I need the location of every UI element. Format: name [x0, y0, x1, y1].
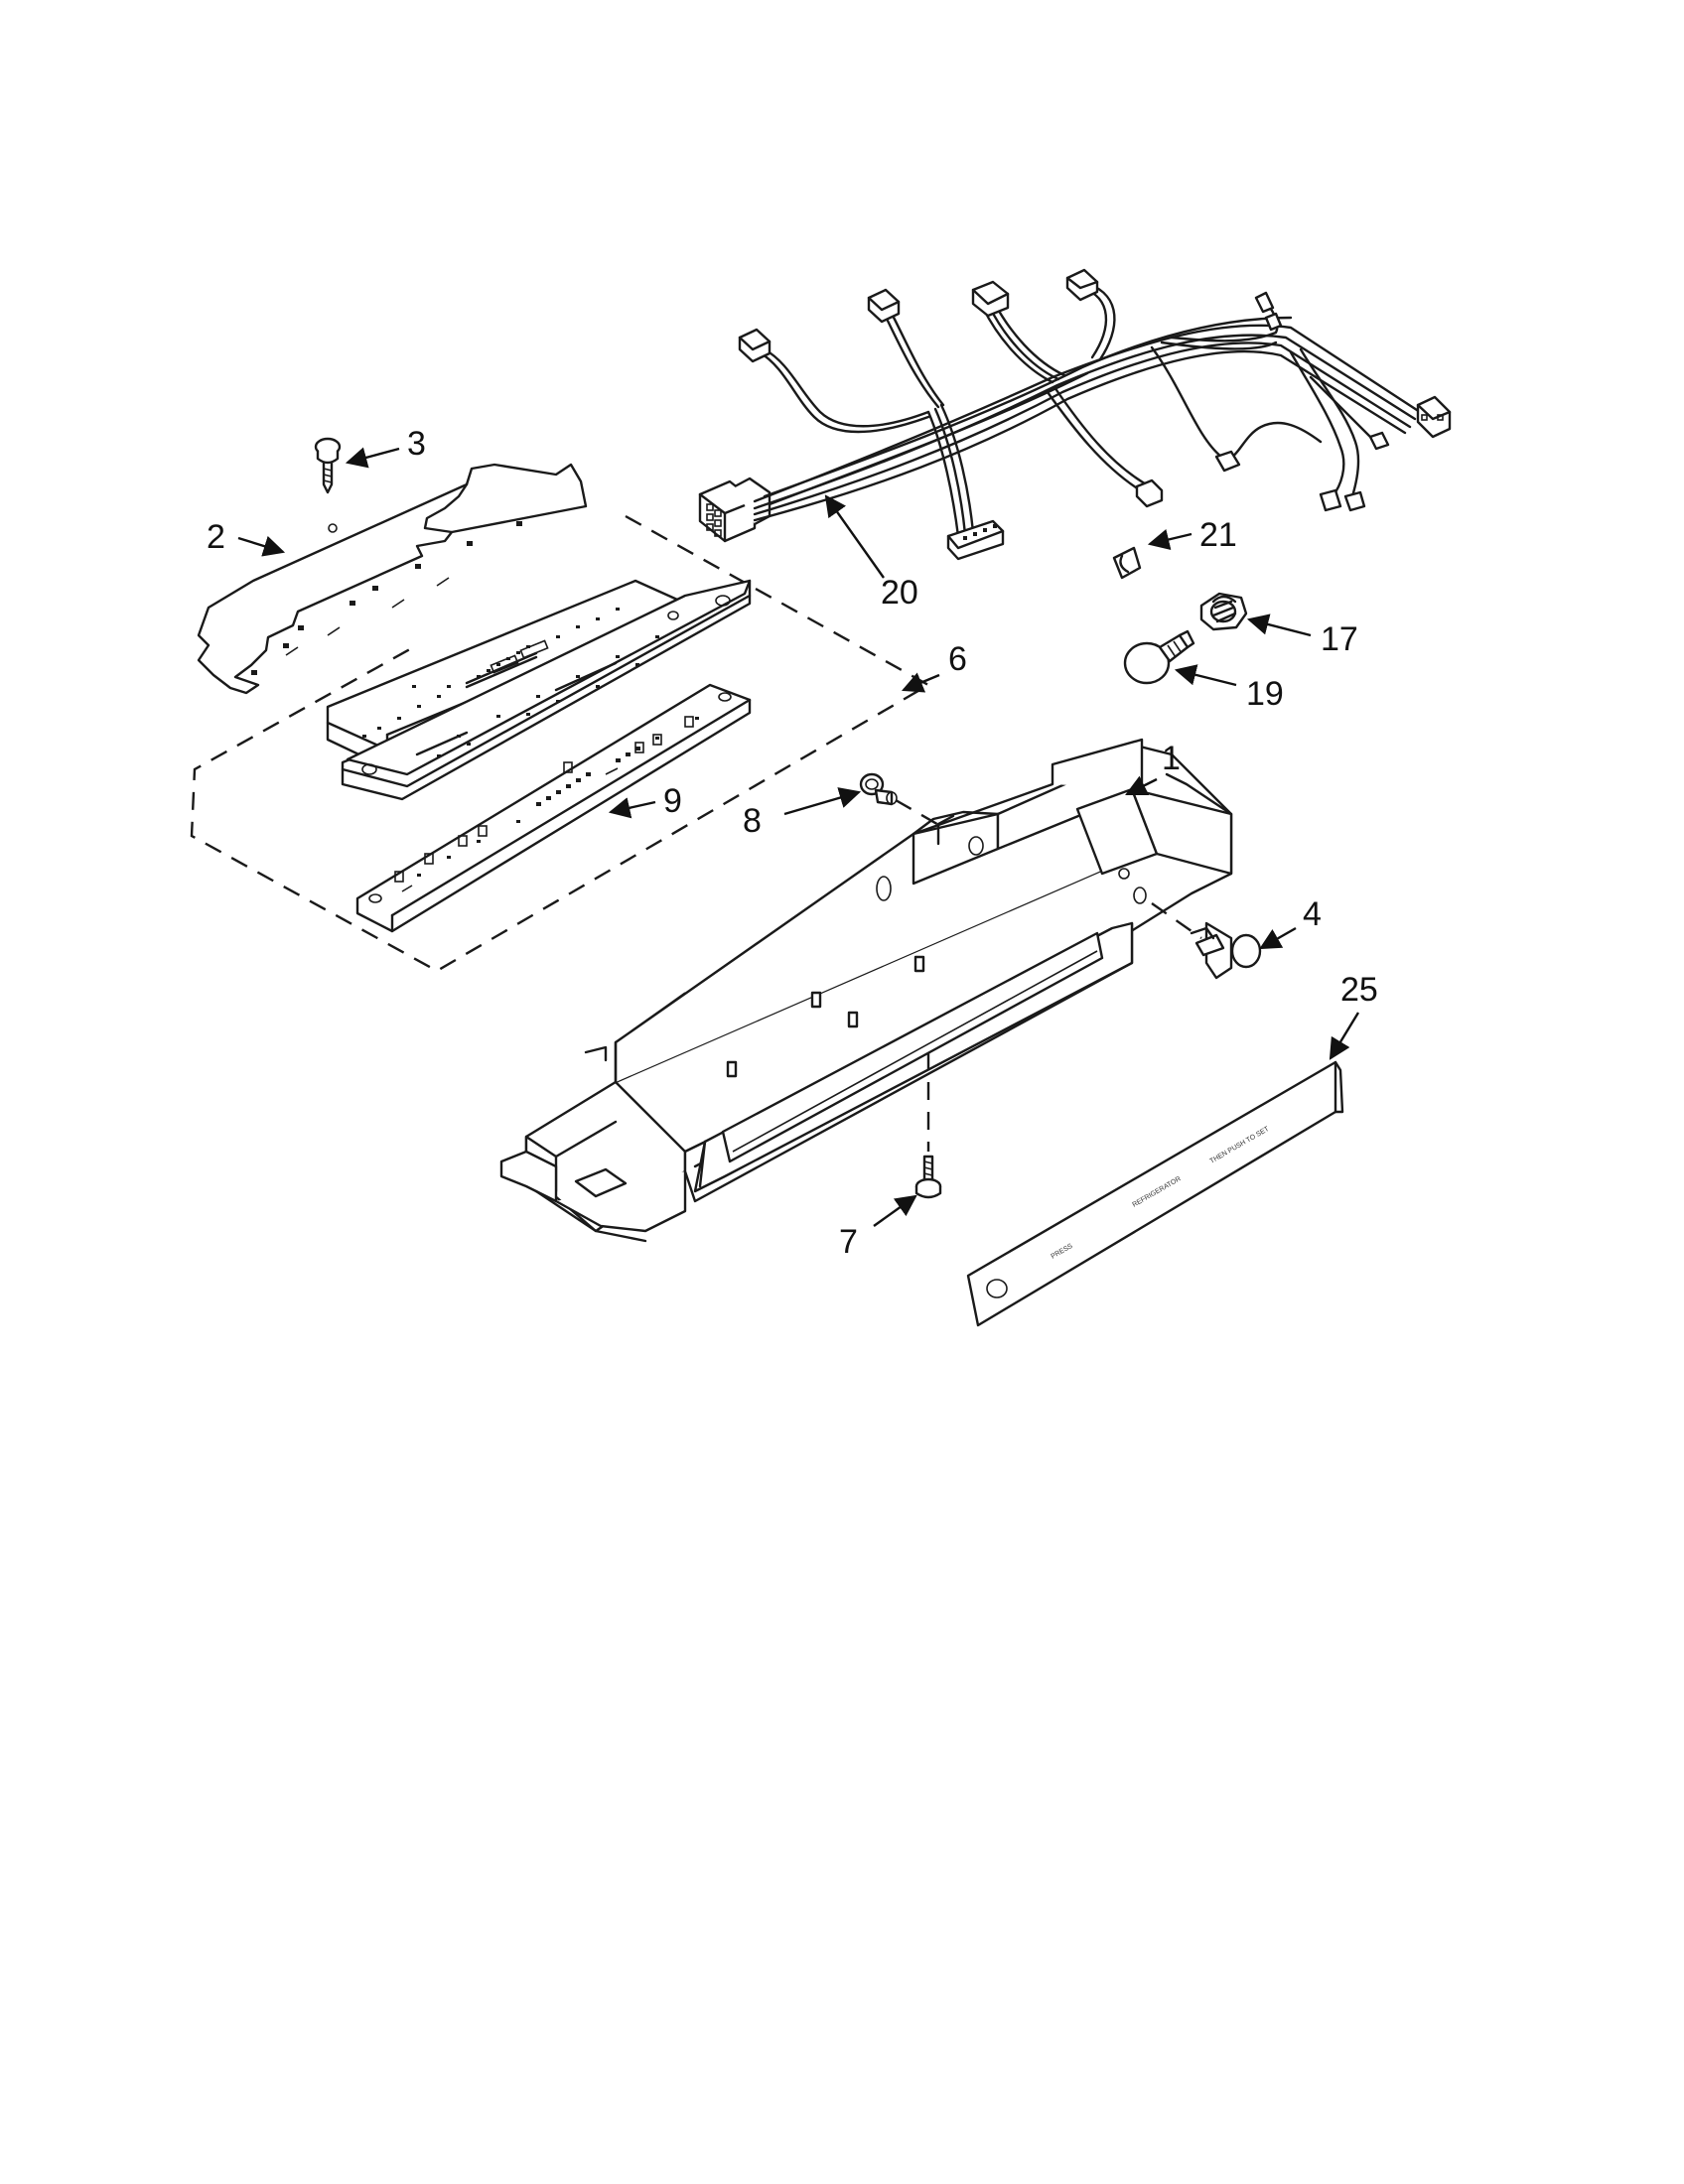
- wire-clip: [1112, 546, 1142, 580]
- cover-plate: [197, 463, 588, 695]
- board-assembly-outline: [190, 514, 931, 973]
- light-bulb: [1123, 629, 1195, 685]
- callout-2: 2: [207, 518, 225, 556]
- callout-labels: 1 2 3 4 6 7 8 9 17 19 20 21 25: [207, 425, 1378, 1261]
- control-board-upper: [326, 579, 752, 801]
- callout-21: 21: [1199, 516, 1237, 554]
- callout-8: 8: [743, 802, 762, 840]
- screw: [314, 437, 342, 494]
- callout-6: 6: [948, 640, 967, 678]
- grommet: [859, 772, 898, 806]
- callout-arrows: [237, 447, 1360, 1227]
- callout-20: 20: [881, 574, 918, 612]
- callout-1: 1: [1162, 740, 1181, 777]
- control-housing: [499, 738, 1233, 1243]
- wire-harness: [698, 268, 1452, 561]
- callout-4: 4: [1303, 895, 1322, 933]
- callout-17: 17: [1321, 620, 1358, 658]
- callout-9: 9: [663, 782, 682, 820]
- circuit-board: [355, 683, 752, 933]
- nameplate: PRESS REFRIGERATOR THEN PUSH TO SET: [966, 1060, 1344, 1327]
- lamp-holder: [1190, 921, 1262, 980]
- callout-19: 19: [1246, 675, 1284, 713]
- mounting-screw: [914, 1155, 942, 1199]
- callout-3: 3: [407, 425, 426, 463]
- callout-7: 7: [839, 1223, 858, 1261]
- lamp-socket: [1199, 592, 1248, 631]
- callout-25: 25: [1340, 971, 1378, 1009]
